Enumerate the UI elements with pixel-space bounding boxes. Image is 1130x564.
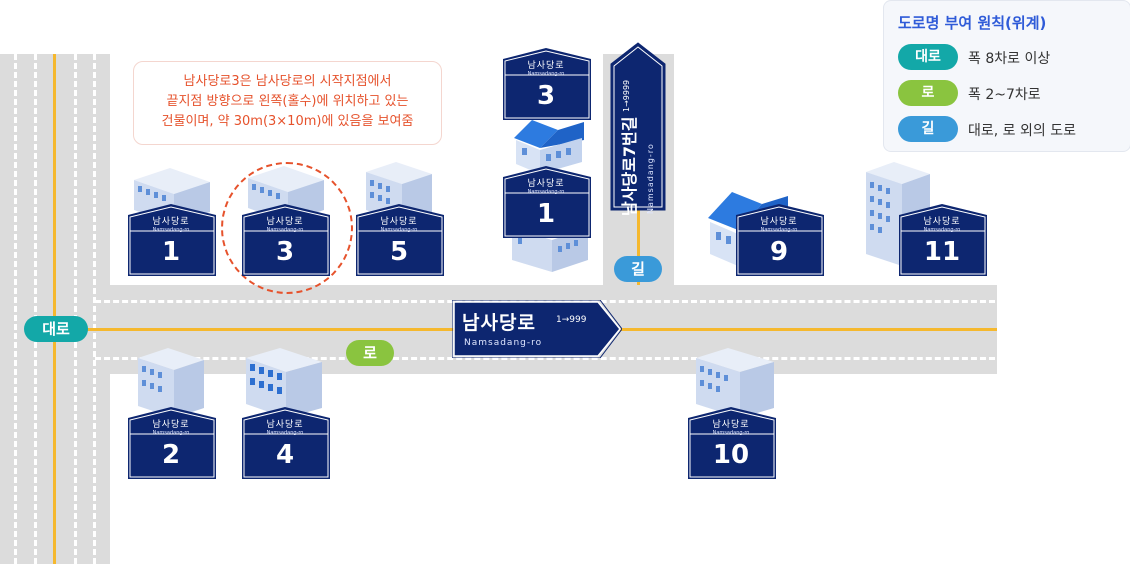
main-sign-range: 1→999 xyxy=(556,315,587,325)
note-line-3: 건물이며, 약 30m(3×10m)에 있음을 보여줌 xyxy=(161,114,414,129)
building-sign: 남사당로 Namsadang-ro 10 xyxy=(687,406,776,479)
daero-tag: 대로 xyxy=(24,316,88,342)
sign-number: 11 xyxy=(923,237,961,267)
sign-shape xyxy=(899,204,987,276)
sign-shape xyxy=(503,48,591,120)
sign-name: 남사당로 xyxy=(266,217,304,227)
note-line-2: 끝지점 방향으로 왼쪽(홀수)에 위치하고 있는 xyxy=(166,94,409,109)
legend-row-daero: 대로 폭 8차로 이상 xyxy=(898,44,1128,70)
sign-name: 남사당로 xyxy=(152,420,190,430)
sign-name: 남사당로 xyxy=(266,420,304,430)
lane-marking xyxy=(74,54,77,564)
sign-roman: Namsadang-ro xyxy=(266,227,304,233)
sign-roman: Namsadang-ro xyxy=(527,71,565,77)
building-sign: 남사당로 Namsadang-ro 9 xyxy=(735,203,824,276)
sign-roman: Namsadang-ro xyxy=(527,189,565,195)
sign-roman: Namsadang-ro xyxy=(380,227,418,233)
office-building xyxy=(696,348,774,418)
office-building xyxy=(138,348,204,418)
legend-tag-daero: 대로 xyxy=(898,44,958,70)
side-sign-name: 남사당로7번길 xyxy=(620,116,639,216)
sign-shape xyxy=(688,407,776,479)
lane-marking xyxy=(95,357,995,360)
sign-number: 4 xyxy=(275,440,295,470)
sign-shape xyxy=(356,204,444,276)
sign-number: 2 xyxy=(161,440,181,470)
legend-title: 도로명 부여 원칙(위계) xyxy=(898,14,1047,32)
main-sign-name: 남사당로 xyxy=(462,312,536,334)
sign-number: 3 xyxy=(275,237,295,267)
sign-name: 남사당로 xyxy=(527,179,565,189)
sign-roman: Namsadang-ro xyxy=(760,227,798,233)
building-sign: 남사당로 Namsadang-ro 1 xyxy=(127,203,216,276)
legend-panel: 도로명 부여 원칙(위계) 대로 폭 8차로 이상 로 폭 2~7차로 길 대로… xyxy=(883,0,1130,152)
sign-shape xyxy=(503,166,591,238)
legend-desc-ro: 폭 2~7차로 xyxy=(968,87,1041,103)
sign-number: 9 xyxy=(769,237,789,267)
sign-shape xyxy=(128,204,216,276)
building-sign: 남사당로 Namsadang-ro 3 xyxy=(241,203,330,276)
office-building xyxy=(512,228,588,272)
building-sign: 남사당로 Namsadang-ro 5 xyxy=(355,203,444,276)
lane-marking xyxy=(34,54,37,564)
side-sign-text: 남사당로7번길 1→9999 Namsadang-ro xyxy=(610,64,666,232)
sign-roman: Namsadang-ro xyxy=(152,430,190,436)
legend-tag-gil: 길 xyxy=(898,116,958,142)
sign-shape xyxy=(736,204,824,276)
gil-tag: 길 xyxy=(614,256,662,282)
ro-tag: 로 xyxy=(346,340,394,366)
sign-number: 10 xyxy=(712,440,750,470)
sign-name: 남사당로 xyxy=(152,217,190,227)
side-sign-range: 1→9999 xyxy=(622,79,631,112)
house-building xyxy=(514,120,584,174)
sign-name: 남사당로 xyxy=(712,420,750,430)
legend-row-gil: 길 대로, 로 외의 도로 xyxy=(898,116,1128,142)
building-sign: 남사당로 Namsadang-ro 2 xyxy=(127,406,216,479)
note-line-1: 남사당로3은 남사당로의 시작지점에서 xyxy=(183,74,392,89)
sign-name: 남사당로 xyxy=(923,217,961,227)
office-building xyxy=(246,348,322,418)
sign-shape xyxy=(128,407,216,479)
sign-shape xyxy=(242,204,330,276)
sign-number: 1 xyxy=(161,237,181,267)
sign-arrow-shape xyxy=(451,299,623,359)
legend-row-ro: 로 폭 2~7차로 xyxy=(898,80,1128,106)
sign-number: 3 xyxy=(536,81,556,111)
building-sign: 남사당로 Namsadang-ro 11 xyxy=(898,203,987,276)
legend-desc-gil: 대로, 로 외의 도로 xyxy=(968,123,1076,139)
sign-name: 남사당로 xyxy=(380,217,418,227)
lane-marking xyxy=(93,54,96,564)
sign-number: 1 xyxy=(536,199,556,229)
side-road-sign: 남사당로7번길 1→9999 Namsadang-ro xyxy=(610,42,666,216)
sign-roman: Namsadang-ro xyxy=(712,430,750,436)
sign-number: 5 xyxy=(389,237,409,267)
center-line xyxy=(637,210,640,285)
legend-tag-ro: 로 xyxy=(898,80,958,106)
sign-roman: Namsadang-ro xyxy=(266,430,304,436)
building-sign: 남사당로 Namsadang-ro 4 xyxy=(241,406,330,479)
lane-marking xyxy=(14,54,17,564)
main-sign-roman: Namsadang-ro xyxy=(464,338,543,348)
explanation-note: 남사당로3은 남사당로의 시작지점에서 끝지점 방향으로 왼쪽(홀수)에 위치하… xyxy=(133,61,442,145)
building-sign: 남사당로 Namsadang-ro 3 xyxy=(502,47,591,120)
center-line xyxy=(53,54,56,564)
highlight-circle xyxy=(221,162,353,294)
sign-roman: Namsadang-ro xyxy=(152,227,190,233)
sign-name: 남사당로 xyxy=(527,61,565,71)
main-road-sign: 남사당로 1→999 Namsadang-ro xyxy=(451,299,623,359)
sign-name: 남사당로 xyxy=(760,217,798,227)
side-sign-roman: Namsadang-ro xyxy=(646,143,655,214)
sign-shape xyxy=(242,407,330,479)
building-sign: 남사당로 Namsadang-ro 1 xyxy=(502,165,591,238)
legend-desc-daero: 폭 8차로 이상 xyxy=(968,51,1051,67)
sign-roman: Namsadang-ro xyxy=(923,227,961,233)
side-sign-shape xyxy=(610,42,666,211)
